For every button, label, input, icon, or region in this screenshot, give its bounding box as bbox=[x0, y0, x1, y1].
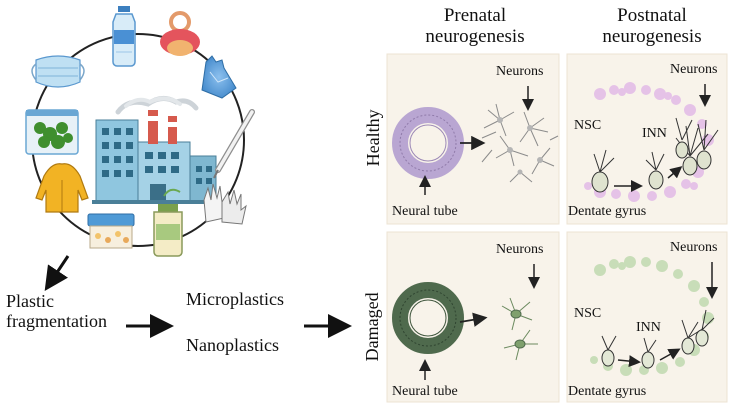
nanoplastics-label: Nanoplastics bbox=[186, 335, 279, 355]
panel-postnatal-damaged bbox=[566, 231, 728, 403]
prenatal-header: Prenatal neurogenesis bbox=[410, 5, 540, 48]
healthy-neuron-network bbox=[481, 103, 559, 183]
pipette-icon bbox=[213, 109, 255, 179]
neurons-label-prenatal-healthy: Neurons bbox=[496, 64, 544, 79]
nsc-label-damaged: NSC bbox=[574, 306, 602, 321]
panel-postnatal-healthy bbox=[566, 53, 728, 225]
plastic-bag-icon bbox=[201, 55, 237, 99]
microplastics-label: Microplastics bbox=[186, 289, 284, 309]
nsc-label-healthy: NSC bbox=[574, 118, 602, 133]
postnatal-header-line1: Postnatal bbox=[617, 5, 687, 26]
damaged-neurons bbox=[501, 297, 538, 361]
neurons-label-postnatal-damaged: Neurons bbox=[670, 240, 718, 255]
panel-prenatal-damaged bbox=[386, 231, 560, 403]
factory-icon bbox=[92, 96, 220, 204]
wash-bottle-icon bbox=[153, 188, 183, 257]
fragmentation-line1: Plastic bbox=[6, 291, 54, 311]
prenatal-header-line2: neurogenesis bbox=[425, 25, 525, 47]
food-container-icon bbox=[87, 213, 135, 249]
row-label-healthy: Healthy bbox=[363, 109, 384, 167]
plastic-sources-group bbox=[25, 6, 255, 257]
fragmentation-label: Plastic fragmentation bbox=[6, 291, 107, 332]
neurons-label-postnatal-healthy: Neurons bbox=[670, 62, 718, 77]
dentate-glow-healthy bbox=[584, 82, 714, 202]
panel-prenatal-healthy bbox=[386, 53, 560, 225]
inn-label-healthy: INN bbox=[642, 126, 667, 141]
row-label-damaged: Damaged bbox=[362, 292, 383, 362]
dentate-gyrus-label-healthy: Dentate gyrus bbox=[568, 204, 647, 219]
prenatal-header-line1: Prenatal bbox=[443, 5, 507, 26]
healthy-postnatal-neurons bbox=[593, 117, 719, 173]
dentate-gyrus-label-damaged: Dentate gyrus bbox=[568, 384, 647, 399]
inn-label-damaged: INN bbox=[636, 320, 661, 335]
postnatal-header-line2: neurogenesis bbox=[602, 25, 702, 47]
pacifier-icon bbox=[160, 11, 200, 56]
food-bag-icon bbox=[25, 109, 79, 155]
damaged-postnatal-neurons bbox=[601, 309, 715, 353]
raincoat-icon bbox=[35, 163, 89, 213]
arrow-to-fragmentation bbox=[44, 255, 70, 291]
fragmentation-line2: fragmentation bbox=[6, 310, 107, 331]
neural-tube-label-healthy: Neural tube bbox=[392, 204, 458, 219]
water-bottle-icon bbox=[112, 6, 136, 67]
face-mask-icon bbox=[31, 55, 85, 88]
neurons-label-prenatal-damaged: Neurons bbox=[496, 242, 544, 257]
gloves-icon bbox=[203, 183, 247, 225]
neural-tube-label-damaged: Neural tube bbox=[392, 384, 458, 399]
postnatal-header: Postnatal neurogenesis bbox=[582, 5, 722, 48]
